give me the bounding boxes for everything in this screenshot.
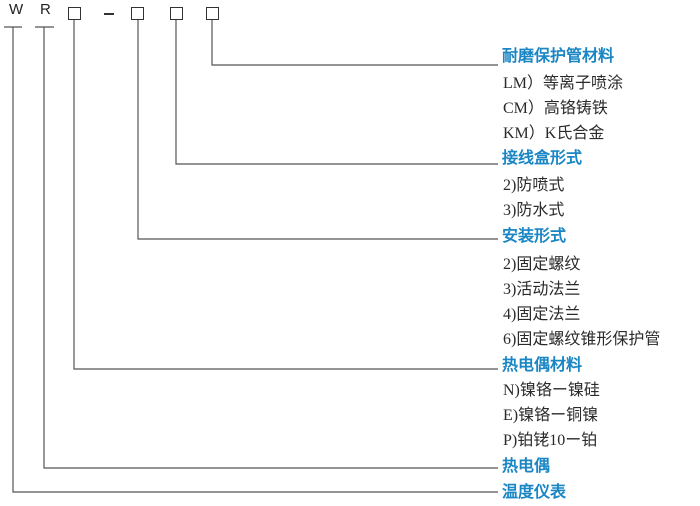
option-junction-3: 3)防水式 xyxy=(503,202,565,219)
option-junction-2: 2)防喷式 xyxy=(503,177,565,194)
heading-sleeve-material: 耐磨保护管材料 xyxy=(502,46,615,65)
option-mounting-3: 3)活动法兰 xyxy=(503,281,581,298)
code-letter-w: W xyxy=(9,1,24,18)
heading-thermocouple: 热电偶 xyxy=(502,456,551,475)
code-slot-thermocouple-material xyxy=(68,7,81,20)
heading-temperature-instrument: 温度仪表 xyxy=(502,482,567,501)
connector-junction-box xyxy=(175,20,498,165)
option-tc-p: P)铂铑10ー铂 xyxy=(503,432,598,449)
option-tc-e: E)镍铬ー铜镍 xyxy=(503,407,599,424)
heading-thermocouple-material: 热电偶材料 xyxy=(502,355,583,374)
option-mounting-6: 6)固定螺纹锥形保护管 xyxy=(503,331,661,348)
connector-temperature-instrument xyxy=(12,27,498,493)
connector-thermocouple-material xyxy=(73,20,498,370)
option-sleeve-km: KM）K氏合金 xyxy=(503,125,605,142)
code-dash xyxy=(104,13,114,15)
option-sleeve-lm: LM）等离子喷涂 xyxy=(503,75,624,92)
option-mounting-2: 2)固定螺纹 xyxy=(503,256,581,273)
option-tc-n: N)镍铬ー镍硅 xyxy=(503,382,600,399)
code-letter-r: R xyxy=(40,1,51,18)
heading-junction-box: 接线盒形式 xyxy=(502,148,583,167)
option-sleeve-cm: CM）高铬铸铁 xyxy=(503,100,608,117)
option-mounting-4: 4)固定法兰 xyxy=(503,306,581,323)
code-slot-mounting xyxy=(131,7,144,20)
code-slot-sleeve-material xyxy=(206,7,219,20)
connector-mounting xyxy=(137,20,498,240)
connector-sleeve-material xyxy=(211,20,498,66)
connector-thermocouple xyxy=(43,27,498,469)
heading-mounting: 安装形式 xyxy=(502,226,567,245)
code-slot-junction-box xyxy=(170,7,183,20)
